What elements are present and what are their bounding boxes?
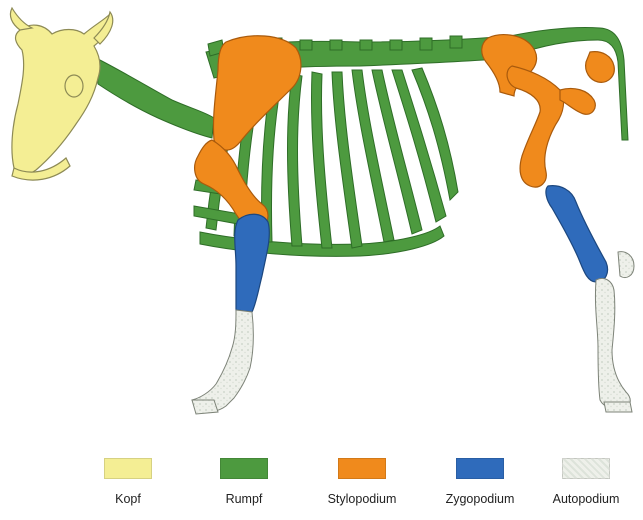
patella-area	[560, 88, 595, 114]
legend-label-autopodium: Autopodium	[531, 492, 641, 506]
legend-label-rumpf: Rumpf	[189, 492, 299, 506]
legend-label-kopf: Kopf	[73, 492, 183, 506]
forefoot	[192, 310, 253, 412]
horn-left	[10, 8, 32, 30]
legend-swatch-zygopodium	[456, 458, 504, 479]
legend-swatch-rumpf	[220, 458, 268, 479]
legend-label-zygopodium: Zygopodium	[425, 492, 535, 506]
hindfoot	[595, 278, 630, 408]
femur	[507, 66, 563, 187]
forearm	[235, 214, 270, 312]
legend-swatch-autopodium	[562, 458, 610, 479]
rib	[288, 74, 303, 246]
kopf-region	[10, 8, 112, 180]
cervical-spine	[96, 58, 214, 138]
hindfoot-hoof	[604, 402, 632, 412]
pelvis-wing	[586, 52, 615, 83]
rib	[311, 72, 332, 248]
legend-label-stylopodium: Stylopodium	[307, 492, 417, 506]
tibia	[546, 186, 608, 282]
legend-swatch-kopf	[104, 458, 152, 479]
hindfoot-dewclaw	[618, 252, 634, 278]
forefoot-hoof	[192, 400, 218, 414]
legend-swatch-stylopodium	[338, 458, 386, 479]
